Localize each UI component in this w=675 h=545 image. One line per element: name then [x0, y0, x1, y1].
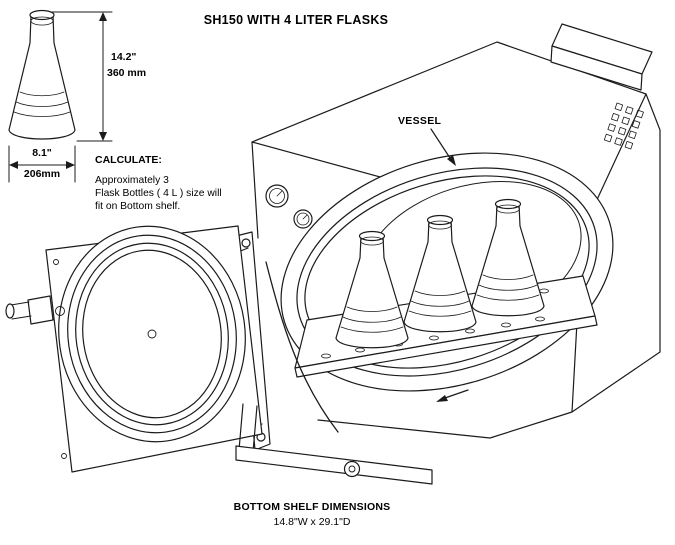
bottom-shelf-heading: BOTTOM SHELF DIMENSIONS: [233, 501, 391, 513]
vessel-flask-1: [335, 230, 409, 349]
height-dimension-mm: 360 mm: [107, 67, 147, 79]
width-dimension: [8, 145, 76, 183]
vessel-flask-3: [471, 198, 545, 317]
chamber-interior: [294, 180, 598, 402]
pressure-gauges: [265, 184, 313, 229]
height-dimension-inches: 14.2": [111, 51, 137, 63]
height-dimension: [49, 11, 113, 142]
calculate-line-2: Flask Bottles ( 4 L ) size will: [95, 188, 222, 199]
vessel-flask-2: [403, 214, 477, 333]
calculate-line-3: fit on Bottom shelf.: [95, 201, 181, 212]
width-dimension-mm: 206mm: [23, 168, 61, 180]
shelf-depth-arrow-icon: [436, 389, 469, 402]
shelf-support-bracket: [235, 403, 433, 485]
bottom-shelf-size: 14.8"W x 29.1"D: [273, 516, 351, 528]
vent-grid-icon: [603, 102, 644, 150]
door-assembly: [5, 225, 339, 473]
vessel-label: VESSEL: [398, 115, 442, 127]
vessel-pointer-arrow-icon: [430, 128, 456, 166]
reference-flask: [8, 9, 76, 140]
calculate-heading: CALCULATE:: [95, 154, 162, 166]
diagram-title: SH150 WITH 4 LITER FLASKS: [203, 13, 389, 27]
door-latch-hardware: [5, 259, 67, 459]
door-gasket-rings: [58, 225, 246, 443]
door-hose: [265, 261, 339, 433]
drain-knob-icon: [343, 460, 361, 478]
width-dimension-inches: 8.1": [32, 147, 52, 159]
calculate-line-1: Approximately 3: [95, 175, 169, 186]
